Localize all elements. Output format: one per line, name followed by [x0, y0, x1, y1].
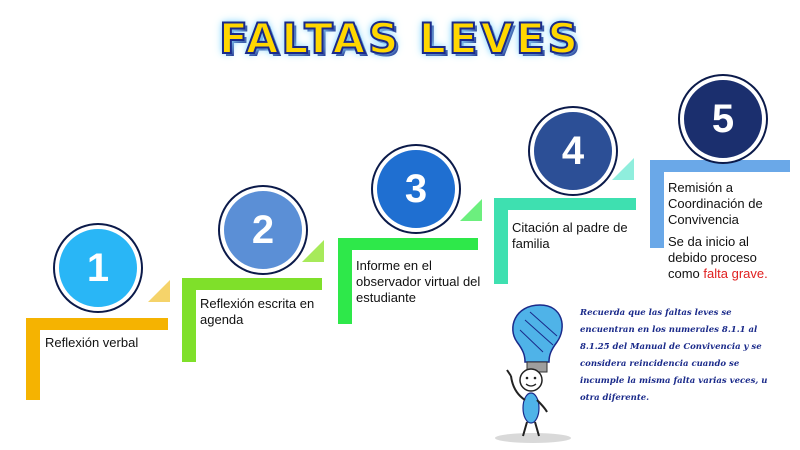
note-text: Recuerda que las faltas leves se encuent…	[580, 308, 768, 403]
step-1-label: Reflexión verbal	[45, 335, 139, 350]
step-4-circle: 4	[530, 108, 616, 194]
step-5-highlight: falta grave.	[703, 266, 768, 281]
step-5-number: 5	[711, 96, 735, 141]
step-1-number: 1	[86, 245, 110, 290]
step-1-riser	[26, 318, 40, 400]
step-2-label: Reflexión escrita en agenda	[200, 296, 315, 327]
step-5-sublabel-text: Se da inicio al debido proceso como	[668, 234, 757, 281]
step-2-number: 2	[251, 207, 275, 252]
step-5-riser	[650, 160, 664, 248]
step-5-sublabel: Se da inicio al debido proceso como falt…	[668, 234, 788, 282]
step-5-label: Remisión a Coordinación de Convivencia	[668, 180, 763, 227]
step-5-circle: 5	[680, 76, 766, 162]
step-3-triangle	[460, 199, 482, 221]
step-4-label: Citación al padre de familia	[512, 220, 628, 251]
step-1-tread	[26, 318, 168, 330]
step-3-tread	[338, 238, 478, 250]
stick-figure-lightbulb-icon	[495, 304, 571, 443]
step-4-triangle	[612, 158, 634, 180]
step-1-triangle	[148, 280, 170, 302]
step-2-tread	[182, 278, 322, 290]
step-2-triangle	[302, 240, 324, 262]
step-3-riser	[338, 238, 352, 324]
step-5-tread	[650, 160, 790, 172]
step-2-circle: 2	[220, 187, 306, 273]
step-4-number: 4	[561, 128, 585, 173]
step-3-label: Informe en el observador virtual del est…	[356, 258, 481, 305]
page-title: FALTAS LEVES	[218, 13, 581, 64]
step-3-number: 3	[404, 166, 428, 211]
step-3-circle: 3	[373, 146, 459, 232]
step-4-tread	[494, 198, 636, 210]
step-2-riser	[182, 278, 196, 362]
step-1-circle: 1	[55, 225, 141, 311]
step-4-riser	[494, 198, 508, 284]
